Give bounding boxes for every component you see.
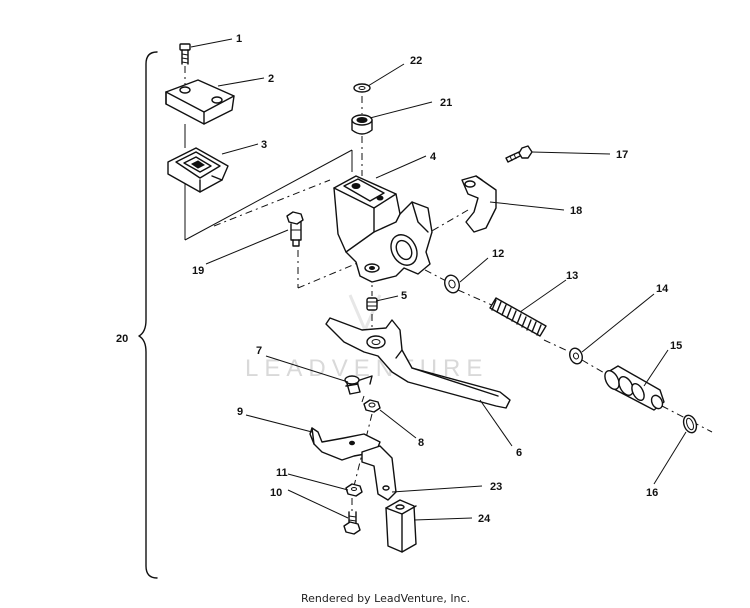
assembly-bracket <box>138 51 158 579</box>
assembly-axis-lines <box>213 96 713 512</box>
part-21-cup <box>351 114 373 135</box>
label-16: 16 <box>646 487 658 499</box>
part-5-set-screw <box>366 297 378 311</box>
label-23: 23 <box>490 481 502 493</box>
part-24-switch <box>385 499 417 553</box>
footer-credit: Rendered by LeadVenture, Inc. <box>301 592 470 605</box>
part-13-spring <box>489 297 547 337</box>
label-19: 19 <box>192 265 204 277</box>
part-6-lever <box>325 317 511 409</box>
label-3: 3 <box>261 139 267 151</box>
label-14: 14 <box>656 283 669 295</box>
part-16-circlip <box>682 414 698 434</box>
label-18: 18 <box>570 205 582 217</box>
part-11-nut <box>345 483 363 497</box>
part-12-o-ring <box>444 274 460 294</box>
label-12: 12 <box>492 248 504 260</box>
part-1-screw <box>179 43 191 86</box>
label-15: 15 <box>670 340 682 352</box>
label-21: 21 <box>440 97 452 109</box>
part-10-screw <box>343 511 361 535</box>
label-11: 11 <box>276 467 288 479</box>
part-2-reservoir-cap <box>165 79 235 148</box>
label-24: 24 <box>478 513 491 525</box>
part-19-pivot-bolt <box>286 211 304 247</box>
part-22-washer <box>353 83 371 93</box>
label-13: 13 <box>566 270 578 282</box>
part-labels: 1 2 3 4 5 6 7 8 9 10 11 12 13 14 15 16 1… <box>116 33 682 525</box>
part-8-nut <box>363 399 381 413</box>
label-1: 1 <box>236 33 242 45</box>
label-20: 20 <box>116 333 128 345</box>
leader-lines <box>190 38 687 521</box>
label-4: 4 <box>430 151 437 163</box>
part-7-spring <box>344 375 373 395</box>
label-2: 2 <box>268 73 274 85</box>
label-10: 10 <box>270 487 282 499</box>
label-22: 22 <box>410 55 422 67</box>
label-17: 17 <box>616 149 628 161</box>
part-3-diaphragm <box>167 147 353 241</box>
part-4-master-cylinder <box>333 175 433 283</box>
part-17-clamp-bolt <box>505 145 533 163</box>
label-6: 6 <box>516 447 522 459</box>
label-8: 8 <box>418 437 424 449</box>
label-5: 5 <box>401 290 407 302</box>
label-7: 7 <box>256 345 262 357</box>
part-18-clamp <box>461 175 497 233</box>
part-14-washer <box>569 347 583 365</box>
part-23-switch-bracket <box>361 445 397 501</box>
label-9: 9 <box>237 406 243 418</box>
part-15-piston <box>604 365 665 411</box>
